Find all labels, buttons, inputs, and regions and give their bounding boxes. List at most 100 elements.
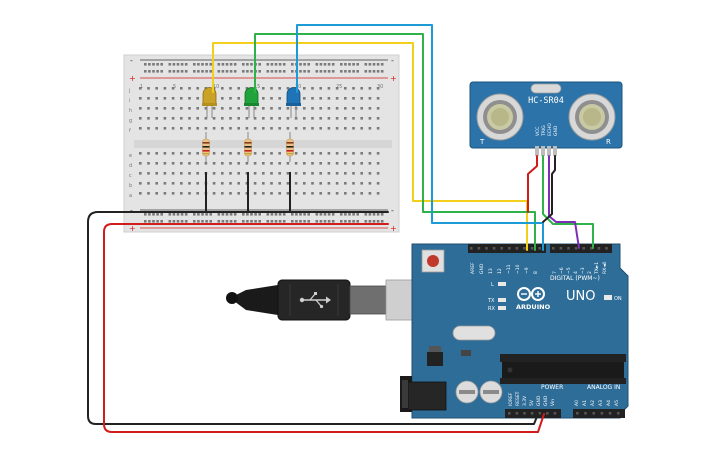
- hole: [209, 63, 212, 66]
- hole: [270, 87, 273, 90]
- hole: [258, 220, 261, 223]
- hole: [376, 213, 380, 216]
- hole: [262, 107, 265, 110]
- hole: [307, 70, 310, 73]
- hole: [196, 162, 199, 165]
- rail-plus-bottom-left: +: [129, 224, 136, 233]
- hole: [229, 213, 233, 216]
- hole: [148, 63, 151, 66]
- hole: [597, 247, 601, 250]
- hole: [237, 152, 240, 155]
- breadboard: - + - + - + - + j i h g f e d c b a 1 5 …: [123, 54, 400, 233]
- rx-led: [498, 306, 506, 310]
- row-letter: a: [129, 193, 132, 199]
- hole: [286, 192, 290, 195]
- column-number: 5: [173, 84, 176, 90]
- digital-pin-label: ~9: [524, 267, 530, 274]
- hole: [605, 247, 608, 250]
- hole: [307, 63, 310, 66]
- hole: [225, 213, 229, 216]
- hole: [229, 97, 232, 100]
- hole: [188, 162, 191, 165]
- resistor-3: [286, 132, 294, 162]
- power-pin-label: RESET: [515, 391, 521, 406]
- arduino-uno: AREF GND 13 12 ~11 ~10 ~9 8 7 ~6 ~5 4 ~3…: [400, 243, 629, 419]
- power-pin-label: IOREF: [508, 392, 514, 406]
- hole: [270, 70, 274, 73]
- hole: [197, 63, 200, 66]
- hole: [180, 117, 183, 120]
- hole: [368, 107, 372, 110]
- power-section-label: POWER: [541, 384, 563, 391]
- hole: [221, 172, 224, 175]
- hole: [376, 192, 380, 195]
- hole: [180, 162, 183, 165]
- hole: [278, 220, 282, 223]
- hole: [315, 63, 319, 66]
- wire-ground-rail: [87, 211, 539, 425]
- hole: [291, 220, 294, 223]
- hole: [340, 220, 343, 223]
- hole: [278, 97, 281, 100]
- hole: [266, 63, 270, 66]
- hole: [552, 247, 555, 250]
- hole: [319, 117, 322, 120]
- power-pin-label: 5V: [529, 399, 535, 406]
- hole: [262, 117, 265, 120]
- hole: [237, 107, 240, 110]
- hole: [147, 182, 150, 185]
- hole: [250, 213, 253, 216]
- hole: [584, 412, 587, 415]
- hole: [171, 172, 175, 175]
- hole: [286, 127, 290, 130]
- hole: [155, 182, 158, 185]
- hole: [559, 247, 563, 250]
- hole: [303, 220, 306, 223]
- hole: [147, 152, 150, 155]
- hole: [188, 152, 191, 155]
- hole: [352, 127, 355, 130]
- hole: [574, 247, 578, 250]
- hole: [270, 117, 273, 120]
- row-letter: g: [129, 118, 132, 124]
- voltage-regulator: [427, 352, 443, 366]
- hole: [180, 107, 183, 110]
- hole: [278, 107, 281, 110]
- hole: [245, 117, 249, 120]
- hole: [278, 162, 281, 165]
- hole: [144, 70, 147, 73]
- hole: [212, 172, 216, 175]
- hole: [229, 182, 232, 185]
- reset-button[interactable]: [421, 249, 445, 273]
- hole: [319, 70, 323, 73]
- hole: [360, 127, 363, 130]
- hole: [253, 172, 257, 175]
- hole: [278, 70, 282, 73]
- hole: [492, 247, 496, 250]
- sensor-model-label: HC-SR04: [528, 96, 564, 106]
- column-number: 10: [213, 84, 219, 90]
- digital-pin-label: ~5: [566, 267, 572, 274]
- hole: [266, 70, 270, 73]
- hole: [376, 152, 380, 155]
- hole: [180, 152, 183, 155]
- hole: [331, 213, 335, 216]
- hole: [188, 117, 191, 120]
- hole: [139, 97, 142, 100]
- hole: [291, 63, 294, 66]
- sensor-pin-label: GND: [553, 125, 559, 136]
- hole: [352, 220, 355, 223]
- hole: [180, 182, 183, 185]
- hole: [303, 117, 306, 120]
- hole: [335, 182, 339, 185]
- digital-pin-label: ~6: [559, 267, 565, 274]
- hole: [311, 162, 314, 165]
- hole: [221, 213, 225, 216]
- usb-icon: [299, 292, 331, 309]
- hole: [576, 412, 579, 415]
- hole: [245, 107, 249, 110]
- hole: [262, 192, 265, 195]
- hole: [294, 117, 298, 120]
- hole: [344, 213, 347, 216]
- hole: [152, 70, 155, 73]
